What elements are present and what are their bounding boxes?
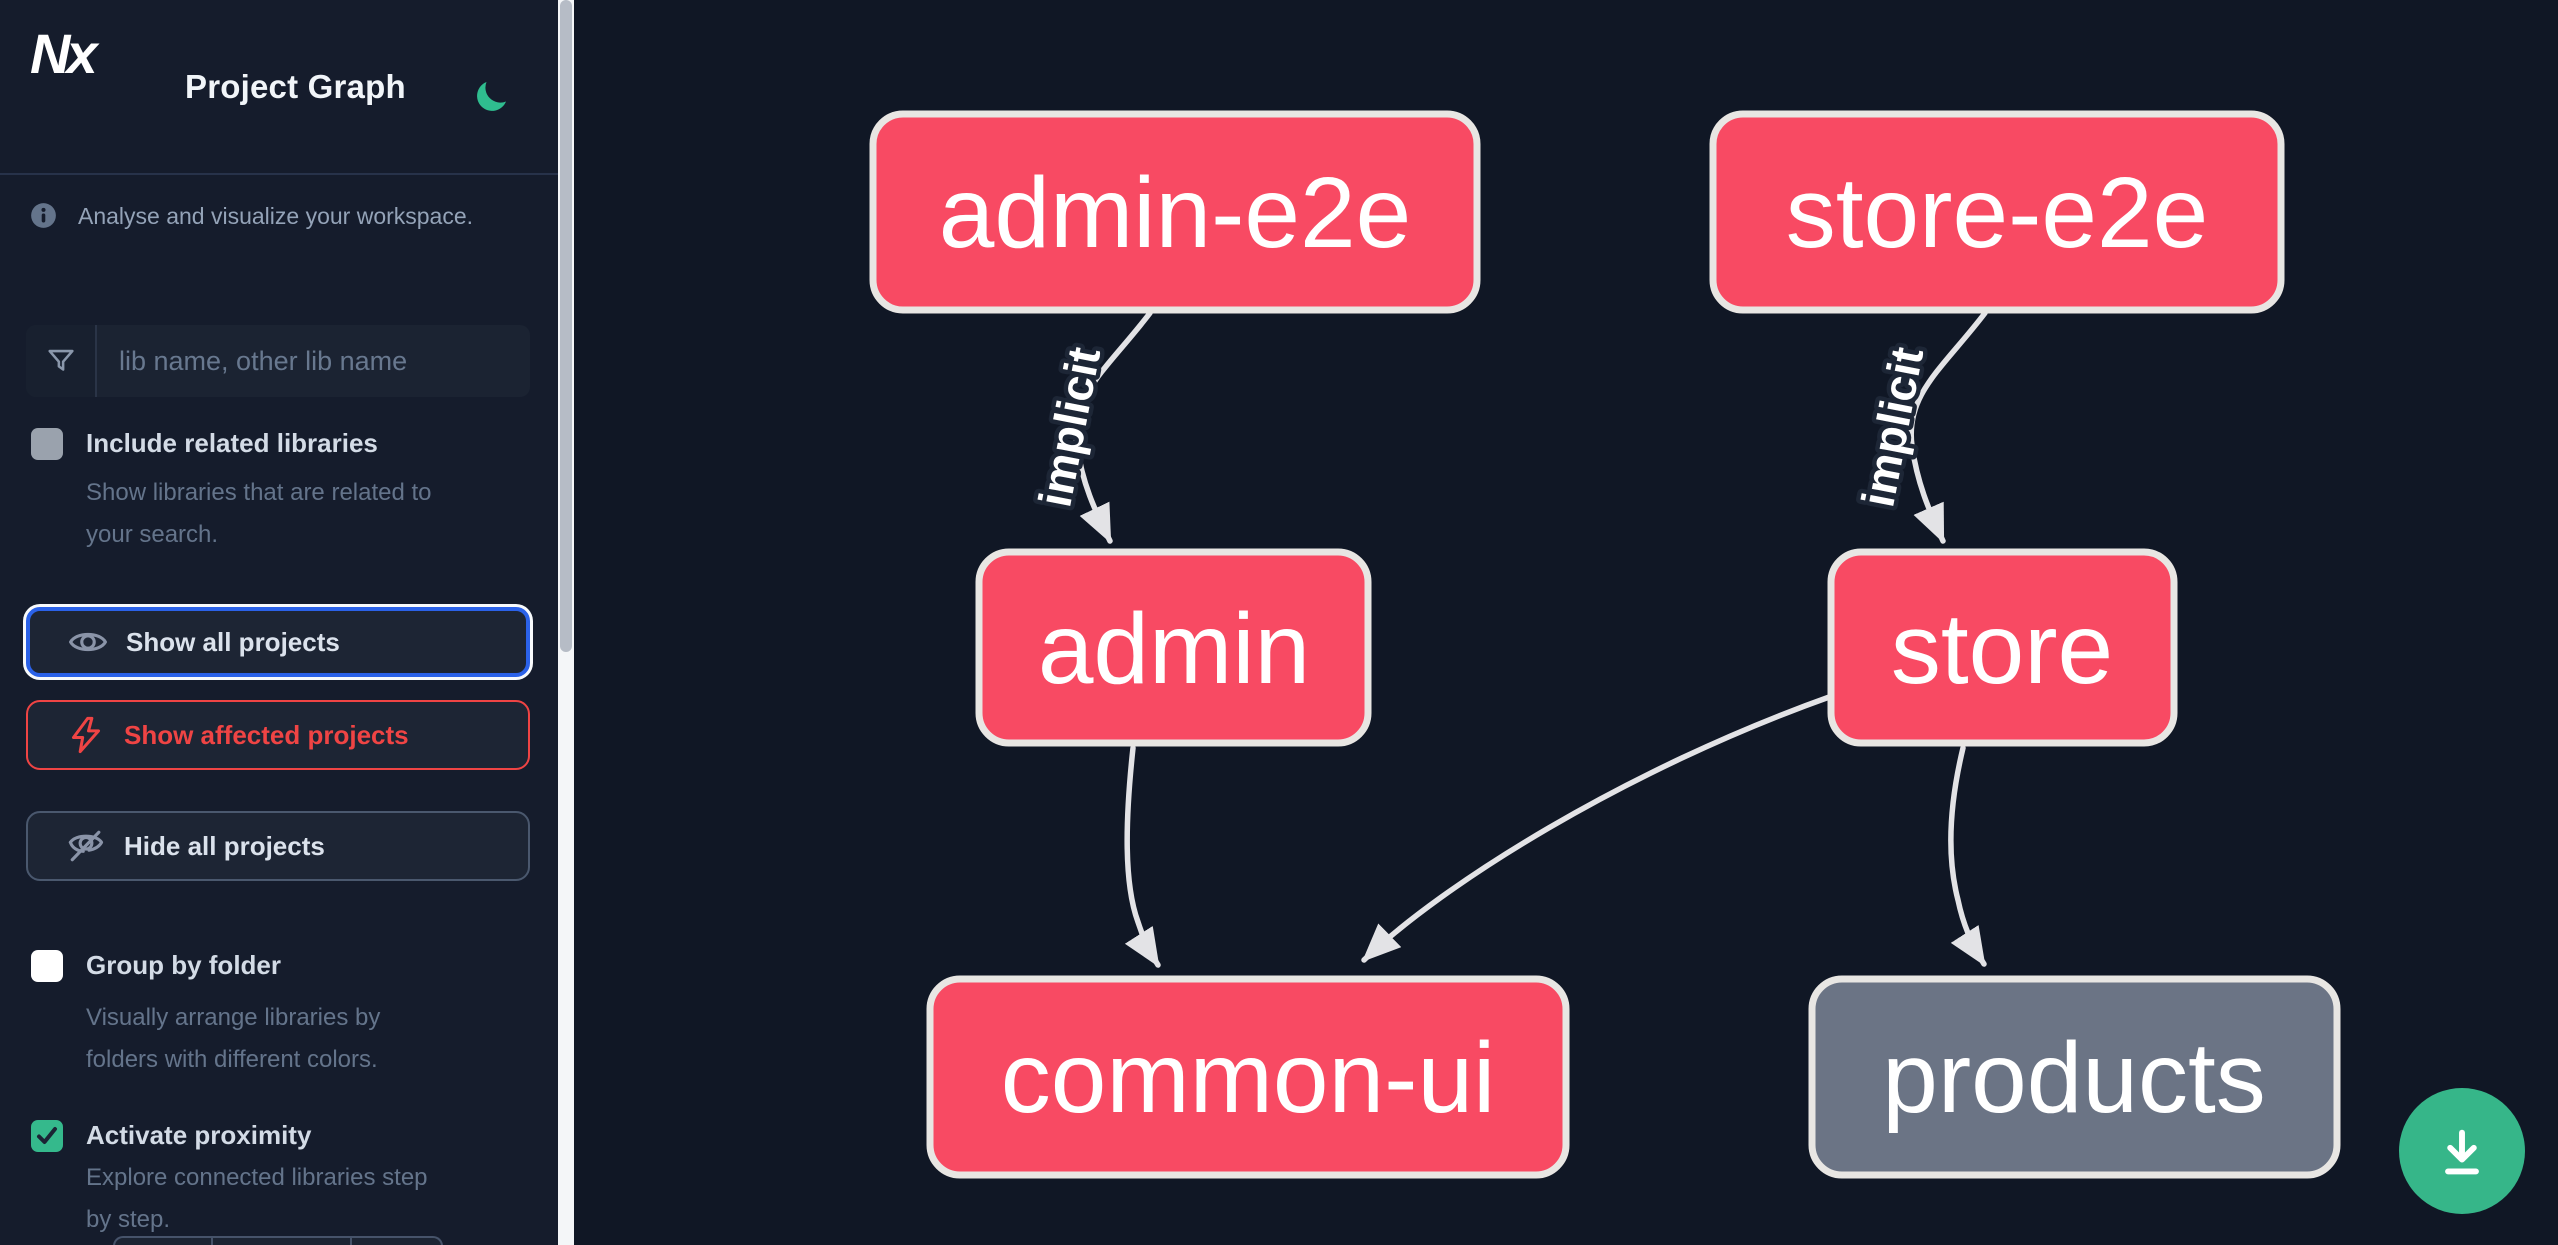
lightning-bolt-icon — [64, 713, 108, 757]
download-graph-button[interactable] — [2399, 1088, 2525, 1214]
eye-off-icon — [64, 824, 108, 868]
node-store[interactable]: store — [1827, 548, 2178, 747]
stepper-divider — [211, 1238, 213, 1245]
sidebar-header: Nx Project Graph — [0, 0, 558, 173]
sidebar: Nx Project Graph Analyse and visualize y… — [0, 0, 558, 1245]
show-affected-projects-button[interactable]: Show affected projects — [26, 700, 530, 770]
eye-icon — [66, 620, 110, 664]
svg-text:store-e2e: store-e2e — [1786, 157, 2208, 269]
svg-text:admin-e2e: admin-e2e — [939, 157, 1412, 269]
stepper-divider — [350, 1238, 352, 1245]
svg-text:common-ui: common-ui — [1001, 1022, 1496, 1134]
group-by-folder-label: Group by folder — [86, 950, 281, 980]
svg-text:admin: admin — [1038, 593, 1310, 705]
show-all-projects-label: Show all projects — [126, 626, 340, 657]
tagline-text: Analyse and visualize your workspace. — [78, 203, 474, 229]
group-by-folder-desc-line1: Visually arrange libraries by — [86, 1004, 381, 1031]
edge-store-e2e-store — [1908, 310, 1988, 544]
edge-store-products — [1948, 745, 1987, 967]
show-all-projects-button[interactable]: Show all projects — [26, 607, 530, 677]
node-products[interactable]: products — [1808, 975, 2341, 1179]
graph-canvas[interactable]: implicit implicit admin-e2e store-e2e ad… — [574, 0, 2558, 1245]
node-admin-e2e[interactable]: admin-e2e — [869, 110, 1481, 314]
edge-store-common-ui — [1361, 693, 1835, 963]
activate-proximity-checkbox[interactable] — [31, 1120, 63, 1152]
group-by-folder-desc-line2: folders with different colors. — [86, 1046, 378, 1073]
include-related-desc-line1: Show libraries that are related to — [86, 479, 432, 506]
nx-logo: Nx — [30, 22, 98, 85]
search-group — [26, 325, 530, 397]
activate-proximity-label: Activate proximity — [86, 1120, 312, 1150]
sidebar-scrollbar-thumb[interactable] — [560, 0, 572, 652]
edge-admin-common-ui — [1124, 745, 1161, 968]
tagline-row: Analyse and visualize your workspace. — [30, 200, 530, 232]
node-common-ui[interactable]: common-ui — [926, 975, 1570, 1179]
include-related-label: Include related libraries — [86, 428, 378, 458]
group-by-folder-checkbox[interactable] — [31, 950, 63, 982]
svg-text:store: store — [1891, 593, 2113, 705]
download-icon — [2445, 1129, 2479, 1175]
check-icon — [37, 1127, 57, 1144]
include-related-desc-line2: your search. — [86, 521, 219, 548]
show-affected-projects-label: Show affected projects — [124, 719, 409, 750]
hide-all-projects-label: Hide all projects — [124, 830, 325, 861]
edge-label-implicit: implicit — [1028, 343, 1110, 511]
header-divider — [0, 173, 558, 175]
svg-text:products: products — [1882, 1022, 2266, 1134]
page-title: Project Graph — [185, 68, 406, 105]
info-icon — [30, 202, 57, 229]
node-admin[interactable]: admin — [975, 548, 1372, 747]
node-store-e2e[interactable]: store-e2e — [1709, 110, 2285, 314]
include-related-checkbox[interactable] — [31, 428, 63, 460]
search-input[interactable] — [97, 325, 530, 397]
proximity-stepper-partial[interactable] — [113, 1236, 443, 1245]
activate-proximity-desc-line1: Explore connected libraries step — [86, 1164, 428, 1191]
sidebar-scrollbar-track[interactable] — [558, 0, 574, 1245]
dark-mode-moon-icon[interactable] — [472, 76, 512, 116]
activate-proximity-desc-line2: by step. — [86, 1206, 171, 1233]
filter-funnel-icon — [26, 325, 97, 397]
edge-admin-e2e-admin — [1073, 310, 1153, 544]
hide-all-projects-button[interactable]: Hide all projects — [26, 811, 530, 881]
